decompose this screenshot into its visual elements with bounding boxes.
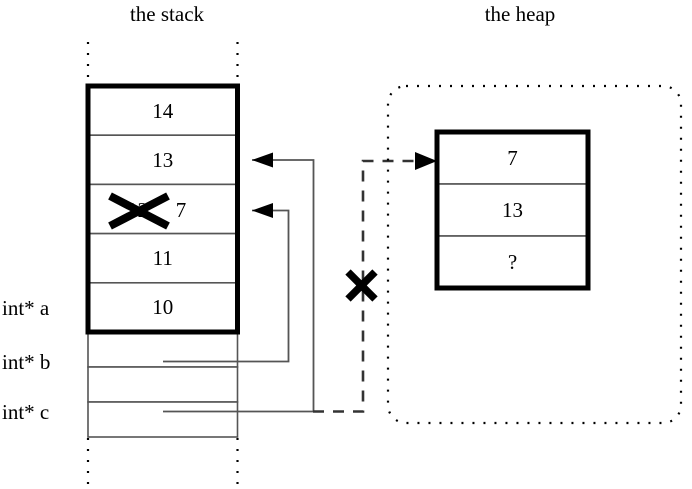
pointer-c-line [163, 159, 315, 413]
stack-array-value-2-overwritten: 12 [127, 198, 148, 222]
stack-array-cells [85, 83, 240, 335]
stack-variable-label-c: int* c [2, 400, 50, 424]
stack-array-value-3: 11 [152, 246, 173, 270]
stack-array-cell-0 [87, 85, 239, 137]
stack-array-outline [85, 83, 240, 335]
stack-region-guides [86, 42, 239, 489]
pointer-c-arrowhead [252, 152, 273, 168]
stack-variable-label-a: int* a [2, 296, 50, 320]
stack-array-value-1: 13 [152, 148, 174, 172]
stack-cell-c [87, 401, 239, 438]
heap-value-1: 13 [502, 198, 523, 222]
stack-cell-spacer [87, 366, 239, 403]
stack-array-cell-4 [87, 281, 239, 333]
dangling-pointer-arrowhead [415, 152, 437, 170]
stack-pointer-cells [87, 331, 239, 438]
heap-block-cells [434, 129, 591, 291]
heap-value-2: ? [507, 250, 518, 274]
pointer-b-arrowhead [252, 203, 273, 218]
heap-region-title: the heap [484, 2, 556, 26]
x-cross-stroke-b [345, 269, 378, 302]
dangling-pointer-line [313, 159, 430, 413]
pointer-c-path [163, 152, 315, 413]
dangling-pointer-path [313, 152, 437, 413]
stack-array-value-2: 7 [175, 198, 187, 222]
heap-cell-1 [436, 183, 589, 237]
x-cross-marker-freed-pointer [345, 269, 378, 302]
stack-array-value-4: 10 [152, 295, 174, 319]
x-cross-marker-old-value [108, 192, 170, 230]
pointer-b-path [163, 203, 290, 363]
stack-variable-label-b: int* b [2, 350, 51, 374]
heap-value-0: 7 [507, 146, 518, 170]
stack-array-value-0: 14 [152, 99, 174, 123]
heap-block-outline [434, 129, 591, 291]
stack-region-title: the stack [129, 2, 205, 26]
x-cross-old-stroke-b [108, 192, 170, 230]
